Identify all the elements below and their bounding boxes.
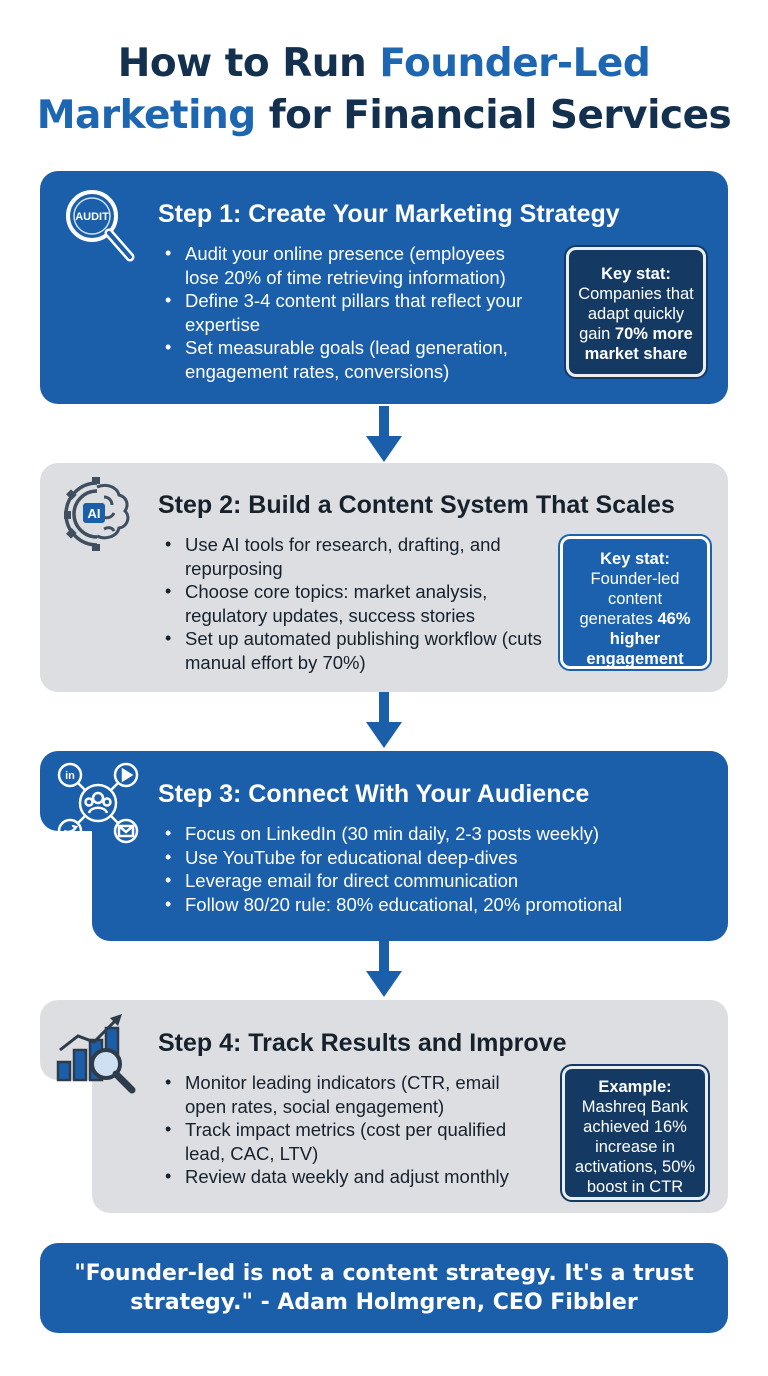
- list-item: Monitor leading indicators (CTR, email o…: [163, 1071, 533, 1118]
- chart-magnifier-icon: [54, 1012, 142, 1096]
- list-item: Track impact metrics (cost per qualified…: [163, 1118, 533, 1165]
- list-item: Leverage email for direct communication: [163, 869, 723, 893]
- down-arrow-icon: [366, 941, 402, 997]
- stat-label: Key stat:: [601, 265, 671, 283]
- stat-highlight: 46% higher engagement: [586, 610, 691, 668]
- stat-text: Mashreq Bank achieved 16% increase in ac…: [574, 1098, 696, 1196]
- list-item: Set up automated publishing workflow (cu…: [163, 627, 543, 674]
- step-1-key-stat: Key stat: Companies that adapt quickly g…: [566, 247, 706, 377]
- list-item: Use YouTube for educational deep-dives: [163, 846, 723, 870]
- title-plain-2: for Financial Services: [255, 93, 732, 138]
- title-line-2: Marketing for Financial Services: [0, 90, 768, 142]
- stat-label: Example:: [598, 1078, 672, 1096]
- step-4-bullets: Monitor leading indicators (CTR, email o…: [163, 1071, 533, 1189]
- quote-banner: "Founder-led is not a content strategy. …: [40, 1243, 728, 1333]
- step-2-bullets: Use AI tools for research, drafting, and…: [163, 533, 543, 674]
- step-4-title: Step 4: Track Results and Improve: [158, 1029, 567, 1057]
- stat-label: Key stat:: [600, 550, 670, 568]
- step-1-card: AUDIT Step 1: Create Your Marketing Stra…: [40, 171, 728, 404]
- stat-highlight: 70% more market share: [584, 325, 693, 363]
- list-item: Review data weekly and adjust monthly: [163, 1165, 533, 1189]
- linkedin-icon-text: in: [65, 770, 75, 782]
- step-3-bullets: Focus on LinkedIn (30 min daily, 2-3 pos…: [163, 822, 723, 916]
- step-2-key-stat: Key stat: Founder-led content generates …: [560, 536, 710, 669]
- audit-icon-text: AUDIT: [75, 211, 109, 223]
- quote-line-2: strategy." - Adam Holmgren, CEO Fibbler: [130, 1290, 638, 1315]
- title-plain-1: How to Run: [117, 41, 380, 86]
- down-arrow-icon: [366, 406, 402, 462]
- list-item: Audit your online presence (employees lo…: [163, 242, 533, 289]
- list-item: Focus on LinkedIn (30 min daily, 2-3 pos…: [163, 822, 723, 846]
- quote-line-1: "Founder-led is not a content strategy. …: [74, 1261, 694, 1286]
- ai-icon-text: AI: [88, 506, 101, 521]
- list-item: Follow 80/20 rule: 80% educational, 20% …: [163, 893, 723, 917]
- step-3-card: Step 3: Connect With Your Audience Focus…: [92, 751, 728, 941]
- list-item: Define 3-4 content pillars that reflect …: [163, 289, 533, 336]
- stat-text: Founder-led content generates: [579, 570, 680, 628]
- step-2-card: AI Step 2: Build a Content System That S…: [40, 463, 728, 692]
- page-title: How to Run Founder-Led Marketing for Fin…: [0, 38, 768, 142]
- social-network-icon: in: [54, 759, 142, 847]
- step-3-title: Step 3: Connect With Your Audience: [158, 780, 590, 808]
- step-2-title: Step 2: Build a Content System That Scal…: [158, 491, 675, 519]
- list-item: Use AI tools for research, drafting, and…: [163, 533, 543, 580]
- title-line-1: How to Run Founder-Led: [0, 38, 768, 90]
- step-1-bullets: Audit your online presence (employees lo…: [163, 242, 533, 383]
- step-4-card: Step 4: Track Results and Improve Monito…: [92, 1000, 728, 1213]
- ai-brain-gear-icon: AI: [54, 471, 140, 557]
- stat-text: Companies that adapt quickly gain: [578, 285, 694, 343]
- title-accent-1: Founder-Led: [379, 41, 651, 86]
- step-4-example-stat: Example: Mashreq Bank achieved 16% incre…: [562, 1066, 708, 1200]
- list-item: Choose core topics: market analysis, reg…: [163, 580, 543, 627]
- audit-magnifier-icon: AUDIT: [56, 183, 140, 267]
- title-accent-2: Marketing: [36, 93, 256, 138]
- step-1-title: Step 1: Create Your Marketing Strategy: [158, 200, 620, 228]
- list-item: Set measurable goals (lead generation, e…: [163, 336, 533, 383]
- down-arrow-icon: [366, 692, 402, 748]
